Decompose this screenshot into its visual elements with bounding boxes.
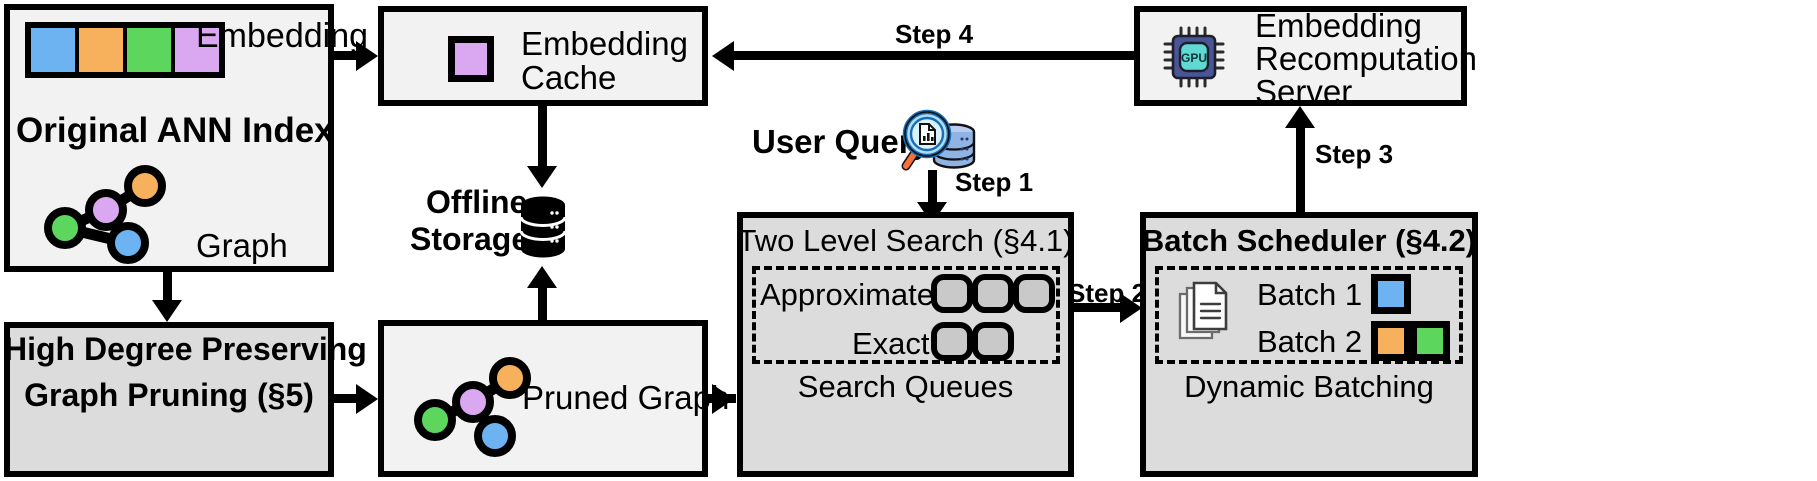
approximate-slot-1 (931, 274, 973, 313)
arrow-cache-to-storage-head (527, 166, 557, 188)
embedding-cell-orange (79, 28, 127, 72)
pruned-graph-icon (414, 357, 531, 457)
embedding-label: Embedding (196, 17, 369, 55)
arrow-step4-head (712, 41, 734, 71)
arrow-pruning-to-pruned-head (356, 384, 378, 414)
original-graph-icon (44, 165, 166, 264)
approximate-slot-2 (972, 274, 1014, 313)
embedding-cell-blue (31, 28, 79, 72)
gpu-chip-icon: GPU (1163, 26, 1225, 88)
embedding-cache-line1: Embedding (521, 25, 688, 62)
graph-pruning-line2: Graph Pruning (§5) (24, 377, 314, 413)
batch-2-label: Batch 2 (1257, 324, 1363, 359)
arrow-index-to-pruning-line (163, 272, 172, 304)
offline-storage-line1: Offline (426, 184, 528, 220)
two-level-search-title: Two Level Search (§4.1) (737, 223, 1074, 258)
step2-label: Step 2 (1068, 278, 1147, 308)
batch-2-chip-green (1410, 321, 1450, 361)
query-search-database-icon (901, 109, 976, 171)
documents-icon (1178, 281, 1228, 340)
arrow-pruned-to-storage-head (527, 266, 557, 288)
two-level-search-box (737, 212, 1074, 477)
approximate-slot-3 (1013, 274, 1055, 313)
embedding-cache-chip (448, 36, 494, 82)
step3-label: Step 3 (1315, 139, 1394, 169)
database-icon (519, 196, 567, 258)
embedding-cell-green (127, 28, 175, 72)
arrow-pruned-to-storage-line (538, 288, 547, 320)
batch-scheduler-title: Batch Scheduler (§4.2) (1141, 223, 1477, 258)
arrow-step3-head (1285, 106, 1315, 128)
batch-1-chip-blue (1371, 274, 1411, 314)
original-ann-index-label: Original ANN Index (16, 111, 334, 150)
search-queues-panel (752, 266, 1060, 364)
embedding-cell-purple (175, 28, 219, 72)
arrow-index-to-cache-head (356, 41, 378, 71)
step1-label: Step 1 (955, 167, 1034, 197)
step4-label: Step 4 (895, 19, 974, 49)
batch-1-label: Batch 1 (1257, 277, 1363, 312)
embedding-cache-line2: Cache (521, 59, 617, 96)
arrow-step3-line (1296, 124, 1305, 212)
pruned-graph-label: Pruned Graph (522, 379, 730, 416)
arrow-cache-to-storage-line (538, 106, 547, 168)
embedding-strip (25, 22, 225, 78)
arrow-index-to-pruning-head (152, 300, 182, 322)
arrow-step4-line (734, 51, 1134, 60)
arrow-step1-line (928, 170, 937, 208)
exact-row-label: Exact (852, 326, 930, 361)
pruned-graph-box (378, 320, 708, 477)
dynamic-batching-caption: Dynamic Batching (1184, 369, 1434, 404)
recomputation-server-line2: Recomputation (1255, 40, 1477, 77)
search-queues-caption: Search Queues (797, 369, 1014, 404)
gpu-icon-text: GPU (1181, 51, 1207, 65)
embedding-cache-box (378, 6, 708, 106)
graph-pruning-line1: High Degree Preserving (4, 331, 367, 367)
dynamic-batching-panel (1155, 266, 1463, 364)
arrow-step2-line (1074, 303, 1132, 312)
batch-2-chip-orange (1371, 321, 1411, 361)
arrow-pruned-to-search-head (712, 384, 734, 414)
exact-slot-2 (972, 322, 1014, 361)
recomputation-server-line1: Embedding (1255, 7, 1422, 44)
arrow-index-to-cache-line (334, 51, 364, 60)
recomputation-server-line3: Server (1255, 73, 1353, 110)
exact-slot-1 (931, 322, 973, 361)
offline-storage-line2: Storage (410, 221, 530, 257)
approximate-row-label: Approximate (760, 277, 935, 312)
arrow-pruning-to-pruned-line (334, 394, 364, 403)
graph-label: Graph (196, 227, 288, 264)
arrow-step2-head (1120, 293, 1142, 323)
graph-pruning-box (4, 322, 334, 477)
